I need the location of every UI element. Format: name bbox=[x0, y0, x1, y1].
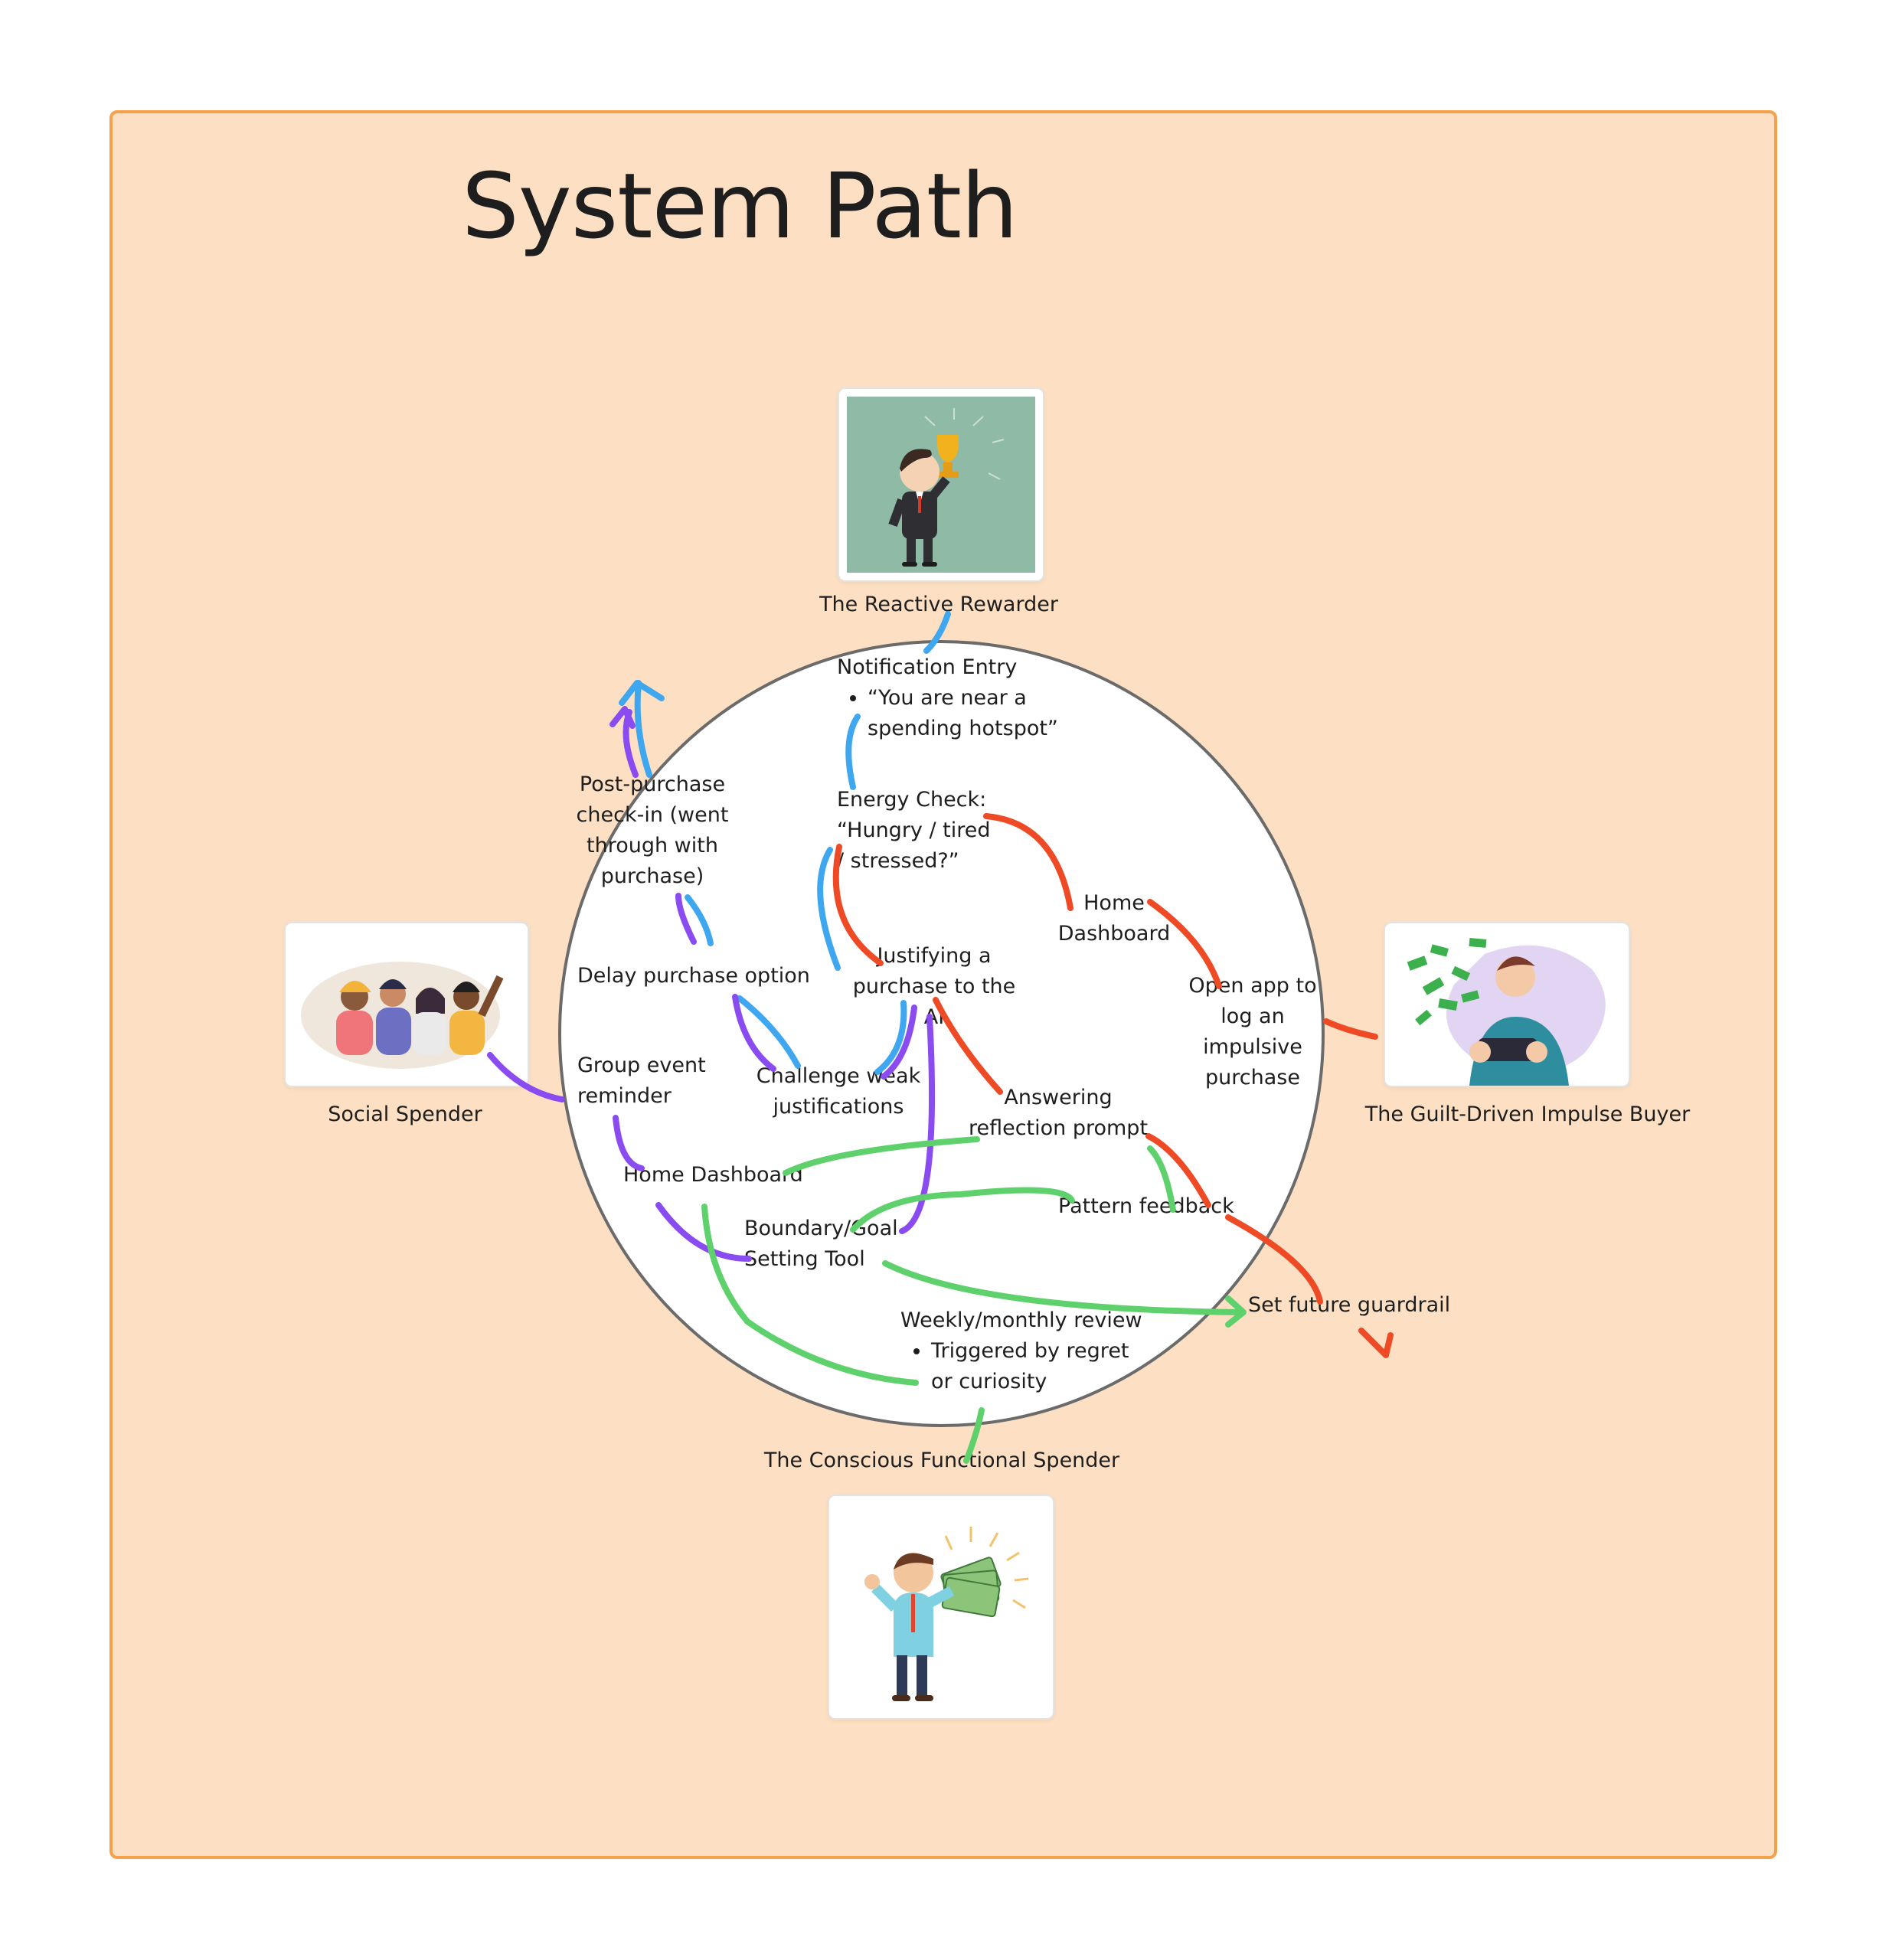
step-post-purchase[interactable]: Post-purchase check-in (went through wit… bbox=[576, 773, 729, 888]
persona-reactive-image[interactable] bbox=[838, 387, 1044, 582]
businessman-trophy-icon bbox=[847, 397, 1035, 573]
persona-social-image[interactable] bbox=[284, 922, 529, 1087]
step-answering[interactable]: Answering reflection prompt bbox=[968, 1086, 1149, 1140]
step-boundary-goal[interactable]: Boundary/Goal Setting Tool bbox=[744, 1217, 898, 1271]
persona-guilt-image[interactable] bbox=[1384, 922, 1630, 1087]
notification-entry-label: Notification Entry bbox=[837, 655, 1018, 679]
step-justifying[interactable]: Justifying a purchase to the AI bbox=[852, 944, 1016, 1029]
step-open-app[interactable]: Open app to log an impulsive purchase bbox=[1188, 974, 1317, 1089]
notification-entry-bullets: “You are near a spending hotspot” bbox=[837, 683, 1058, 744]
impulse-buyer-money-icon bbox=[1407, 938, 1606, 1086]
notification-entry-bullet: “You are near a spending hotspot” bbox=[868, 683, 1058, 744]
persona-reactive-name: The Reactive Rewarder bbox=[819, 593, 1058, 616]
step-set-guardrail[interactable]: Set future guardrail bbox=[1248, 1293, 1451, 1317]
persona-guilt-name: The Guilt-Driven Impulse Buyer bbox=[1364, 1102, 1691, 1126]
step-group-event[interactable]: Group event reminder bbox=[577, 1054, 706, 1108]
diagram-title: System Path bbox=[462, 153, 1018, 259]
man-holding-cash-icon bbox=[864, 1527, 1029, 1701]
persona-conscious-image[interactable] bbox=[828, 1494, 1054, 1720]
weekly-review-bullet: Triggered by regret or curiosity bbox=[931, 1336, 1142, 1397]
step-home-dashboard-left[interactable]: Home Dashboard bbox=[623, 1163, 803, 1187]
weekly-review-label: Weekly/monthly review bbox=[900, 1308, 1142, 1332]
step-delay-purchase[interactable]: Delay purchase option bbox=[577, 964, 810, 988]
step-energy-check[interactable]: Energy Check: “Hungry / tired / stressed… bbox=[837, 788, 991, 873]
weekly-review-bullets: Triggered by regret or curiosity bbox=[900, 1336, 1142, 1397]
persona-conscious-name: The Conscious Functional Spender bbox=[763, 1449, 1120, 1472]
step-challenge[interactable]: Challenge weak justifications bbox=[756, 1064, 921, 1119]
step-home-dashboard-right[interactable]: Home Dashboard bbox=[1057, 891, 1171, 946]
step-pattern-feedback[interactable]: Pattern feedback bbox=[1058, 1194, 1234, 1218]
group-of-friends-icon bbox=[301, 962, 504, 1069]
step-weekly-review[interactable]: Weekly/monthly review Triggered by regre… bbox=[900, 1305, 1142, 1397]
persona-social-name: Social Spender bbox=[328, 1102, 482, 1126]
step-notification-entry[interactable]: Notification Entry “You are near a spend… bbox=[837, 652, 1058, 744]
